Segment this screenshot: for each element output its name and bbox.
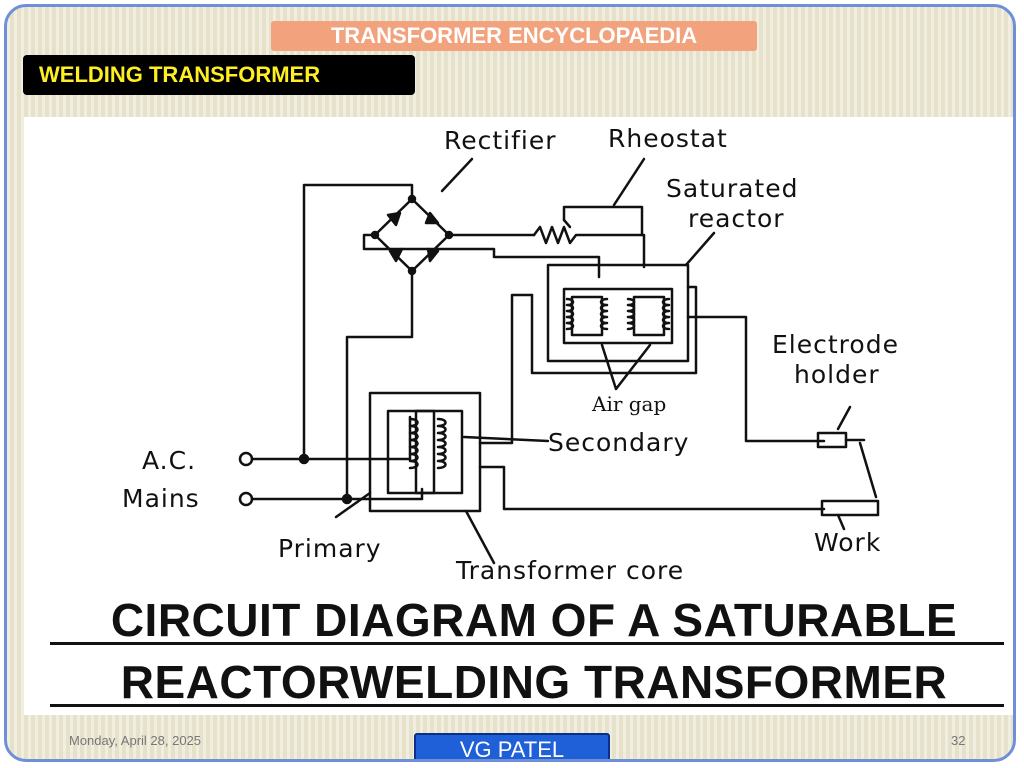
wire-rect-ac1: [302, 183, 414, 451]
rectifier-bridge: [370, 194, 454, 276]
rheostat-wiper: [562, 218, 572, 229]
wire-rect-neg: [362, 233, 601, 279]
footer-author: VG PATEL: [414, 733, 610, 759]
label-air-gap: Air gap: [591, 392, 666, 416]
secondary-pointer: [462, 435, 550, 443]
electrode-holder: [816, 405, 866, 449]
label-rheostat: Rheostat: [608, 124, 728, 153]
label-work: Work: [814, 528, 881, 557]
label-primary: Primary: [278, 534, 382, 563]
wire-reactor-secondary: [478, 293, 534, 445]
label-rectifier: Rectifier: [444, 126, 557, 155]
circuit-diagram-panel: Rectifier Rheostat Saturated reactor Ele…: [24, 117, 1013, 715]
label-electrode-holder-2: holder: [794, 360, 880, 389]
encyclopaedia-title: TRANSFORMER ENCYCLOPAEDIA: [271, 21, 757, 51]
section-label: WELDING TRANSFORMER: [23, 55, 415, 95]
ac-terminal-2: [238, 491, 254, 507]
ac-terminal-1: [238, 451, 254, 467]
wire-ac2: [250, 487, 424, 501]
work-piece: [820, 499, 880, 517]
rheostat-pointer: [612, 157, 646, 207]
page-number: 32: [951, 733, 966, 748]
label-electrode-holder-1: Electrode: [772, 330, 899, 359]
label-secondary: Secondary: [548, 428, 689, 457]
wire-ac1: [250, 415, 412, 461]
label-ac-mains-2: Mains: [122, 484, 200, 513]
welding-transformer: [368, 391, 482, 513]
rectifier-pointer: [440, 157, 474, 193]
caption-rule-1: [50, 642, 1004, 645]
primary-pointer: [334, 491, 372, 519]
label-saturated-reactor-1: Saturated: [666, 174, 799, 203]
footer-date: Monday, April 28, 2025: [69, 733, 202, 748]
wire-rect-ac2: [345, 269, 414, 495]
caption-rule-2: [50, 704, 1004, 707]
caption-line-2: REACTORWELDING TRANSFORMER: [120, 656, 948, 708]
caption-line-1: CIRCUIT DIAGRAM OF A SATURABLE: [110, 594, 958, 646]
circuit-diagram: Rectifier Rheostat Saturated reactor Ele…: [122, 124, 899, 585]
core-pointer: [464, 509, 496, 565]
label-saturated-reactor-2: reactor: [688, 204, 785, 233]
saturated-reactor: [530, 263, 698, 375]
reactor-pointer: [684, 231, 716, 267]
rheostat-tap: [562, 205, 644, 237]
slide: TRANSFORMER ENCYCLOPAEDIA WELDING TRANSF…: [4, 4, 1016, 762]
label-ac-mains-1: A.C.: [142, 446, 196, 475]
label-transformer-core: Transformer core: [455, 556, 684, 585]
work-pointer: [836, 513, 846, 531]
wire-secondary-work: [478, 465, 826, 511]
air-gap-pointers: [600, 343, 652, 391]
arc-line: [858, 441, 878, 499]
rheostat-resistor: [532, 225, 646, 269]
wire-reactor-electrode: [686, 315, 826, 443]
